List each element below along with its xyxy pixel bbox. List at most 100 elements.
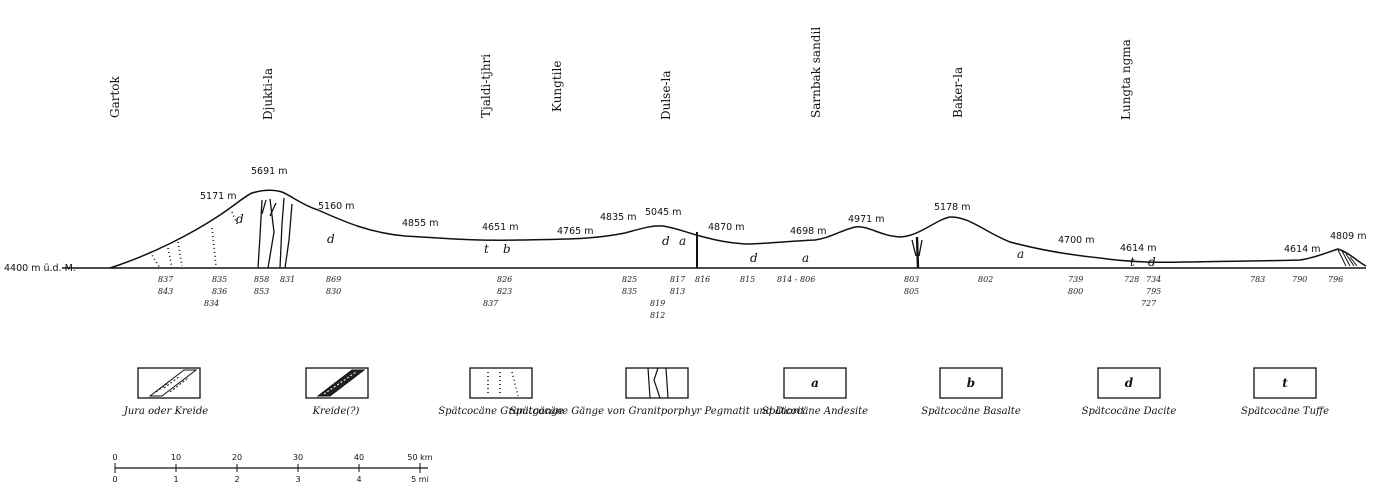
- peak-label: 4971 m: [848, 214, 884, 225]
- legend-label: Spätcocäne Granitgänge: [438, 406, 564, 417]
- rock-label: b: [503, 242, 511, 256]
- peak-label: 4835 m: [600, 212, 636, 223]
- legend-item-andesite: a Spätcocäne Andesite: [762, 367, 868, 417]
- legend-item-gaenge-granitporphyr: Spätcocäne Gänge von Granitporphyr Pegma…: [509, 367, 806, 417]
- peak-label: 4870 m: [708, 222, 744, 233]
- sample-number: 727: [1141, 299, 1157, 308]
- legend-label: Spätcocäne Dacite: [1082, 406, 1177, 417]
- peak-label: 4765 m: [557, 226, 593, 237]
- peak-label: 4698 m: [790, 226, 826, 237]
- sample-number: 790: [1292, 275, 1307, 284]
- rock-label: a: [802, 251, 809, 265]
- peak-label: 4855 m: [402, 218, 438, 229]
- peak-label: 5045 m: [645, 207, 681, 218]
- sample-number: 800: [1068, 287, 1083, 296]
- sample-number: 803: [904, 275, 919, 284]
- scale-bar: 0 10 20 30 40 50 km 0 1 2 3 4 5 mi: [112, 453, 432, 484]
- legend-item-dacite: d Spätcocäne Dacite: [1082, 367, 1177, 417]
- peak-label: 4809 m: [1330, 231, 1366, 242]
- peak-label: 5178 m: [934, 202, 970, 213]
- sample-number: 795: [1146, 287, 1161, 296]
- location-labels: Gartok Djukti-la Tjaldi-tjhri Kungtile D…: [108, 27, 1133, 120]
- peak-label: 5691 m: [251, 166, 287, 177]
- sample-number: 835: [622, 287, 637, 296]
- legend-label: Spätcocäne Andesite: [762, 406, 868, 417]
- end-block-hatch: [1337, 249, 1358, 267]
- scale-km-tick: 20: [232, 453, 242, 462]
- sample-number: 734: [1146, 275, 1161, 284]
- legend-symbol: a: [811, 376, 819, 390]
- location-baker-la: Baker-la: [951, 67, 965, 118]
- sample-number: 814 - 806: [777, 275, 815, 284]
- sample-number: 837: [483, 299, 499, 308]
- scale-km-tick: 40: [354, 453, 364, 462]
- legend-label-text: Jura oder Kreide: [122, 406, 208, 417]
- peak-label: 4700 m: [1058, 235, 1094, 246]
- legend-label: Jura oder Kreide: [122, 406, 208, 417]
- legend-item-granitgaenge: Spätcocäne Granitgänge: [438, 367, 564, 417]
- sample-number: 869: [326, 275, 341, 284]
- scale-mi-tick: 5 mi: [411, 475, 429, 484]
- sample-number: 830: [326, 287, 341, 296]
- sample-number: 834: [204, 299, 219, 308]
- legend-symbol: t: [1282, 376, 1288, 390]
- legend-label: Spätcocäne Tuffe: [1241, 406, 1329, 417]
- location-lungta-ngma: Lungta ngma: [1119, 39, 1133, 120]
- sample-number: 826: [497, 275, 512, 284]
- peak-label: 5171 m: [200, 191, 236, 202]
- sample-number: 853: [254, 287, 269, 296]
- sample-number: 728: [1124, 275, 1139, 284]
- granite-veins: [149, 211, 239, 269]
- rock-label: d: [1148, 255, 1156, 269]
- sample-number: 805: [904, 287, 919, 296]
- location-djukti-la: Djukti-la: [261, 68, 275, 120]
- baseline-label: 4400 m ü.d. M.: [4, 263, 76, 274]
- location-tjaldi-tjhri: Tjaldi-tjhri: [479, 54, 493, 118]
- scale-km-tick: 30: [293, 453, 303, 462]
- sample-number: 815: [740, 275, 755, 284]
- sample-number: 812: [650, 311, 665, 320]
- rock-label: t: [484, 242, 489, 256]
- sample-number: 825: [622, 275, 637, 284]
- legend-symbol: b: [967, 376, 975, 390]
- rock-label: a: [679, 234, 686, 248]
- sample-number: 796: [1328, 275, 1343, 284]
- intrusions: [257, 197, 923, 269]
- sample-number: 813: [670, 287, 685, 296]
- legend-item-tuffe: t Spätcocäne Tuffe: [1241, 367, 1329, 417]
- rock-label: a: [1017, 247, 1024, 261]
- legend-item-kreide: Kreide(?): [305, 367, 369, 417]
- sample-number: 843: [158, 287, 173, 296]
- legend: Jura oder Kreide Kreide(?) Spätcocäne Gr…: [122, 367, 1329, 417]
- rock-label: d: [662, 234, 670, 248]
- rock-label: d: [236, 212, 244, 226]
- sample-number: 739: [1068, 275, 1083, 284]
- scale-mi-tick: 0: [112, 475, 117, 484]
- scale-mi-tick: 3: [295, 475, 300, 484]
- sample-number: 817: [670, 275, 686, 284]
- scale-km-tick: 10: [171, 453, 181, 462]
- scale-mi-tick: 1: [173, 475, 178, 484]
- rock-labels: d d t b d a d a a t d: [236, 212, 1156, 269]
- legend-label: Spätcocäne Gänge von Granitporphyr Pegma…: [509, 406, 805, 417]
- sample-number: 783: [1250, 275, 1265, 284]
- scale-mi-tick: 2: [234, 475, 239, 484]
- peak-label: 5160 m: [318, 201, 354, 212]
- peak-label: 4614 m: [1120, 243, 1156, 254]
- scale-km-tick: 0: [112, 453, 117, 462]
- location-dulse-la: Dulse-la: [659, 71, 673, 121]
- sample-number: 858: [254, 275, 269, 284]
- sample-numbers: 837 843 835 836 834 858 853 831 869 830 …: [158, 275, 1343, 320]
- location-kungtile: Kungtile: [550, 61, 564, 112]
- sample-number: 831: [280, 275, 295, 284]
- scale-km-tick: 50 km: [407, 453, 432, 462]
- legend-item-basalte: b Spätcocäne Basalte: [921, 367, 1021, 417]
- legend-label: Kreide(?): [312, 406, 360, 417]
- sample-number: 837: [158, 275, 174, 284]
- rock-label: t: [1130, 255, 1135, 269]
- peak-label: 4651 m: [482, 222, 518, 233]
- rock-label: d: [750, 251, 758, 265]
- sample-number: 823: [497, 287, 512, 296]
